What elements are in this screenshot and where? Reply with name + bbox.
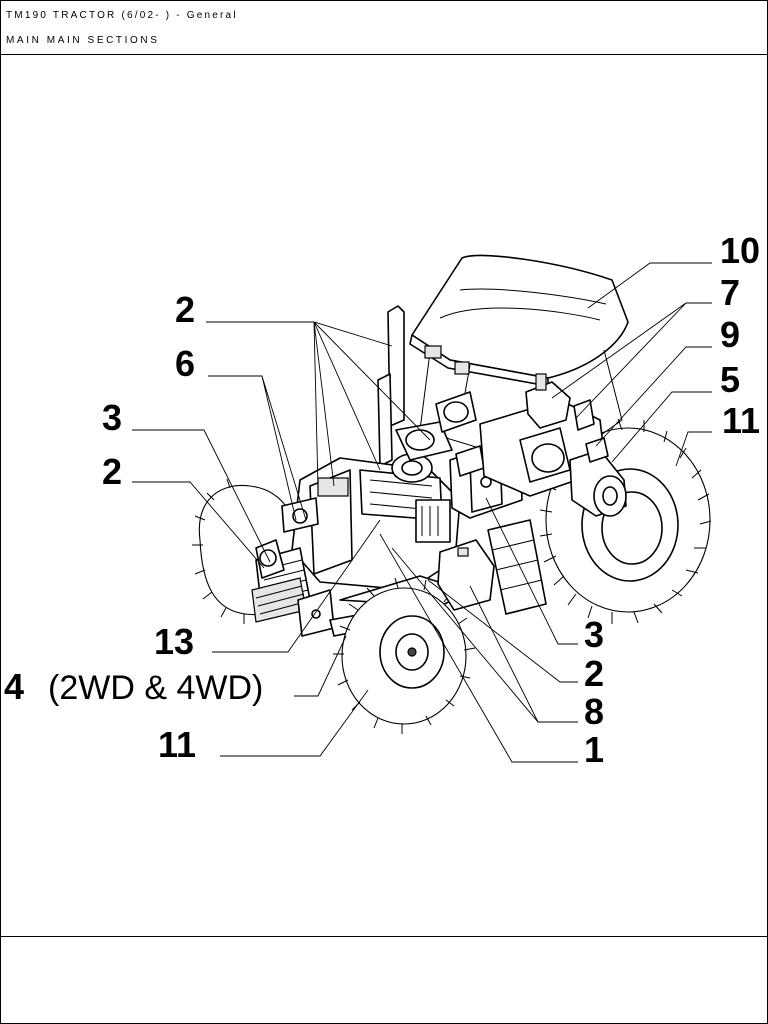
callout-9: 9	[720, 314, 740, 355]
callout-5: 5	[720, 359, 740, 400]
rear-axle	[435, 391, 627, 517]
header-divider	[0, 54, 768, 55]
callout-10: 10	[720, 230, 760, 271]
tractor-illustration	[192, 254, 712, 734]
front-right-wheel	[333, 577, 476, 734]
callout-7: 7	[720, 272, 740, 313]
callout-2-left: 2	[102, 451, 122, 492]
callout-11-right: 11	[722, 400, 760, 441]
fuel-tank	[437, 539, 495, 611]
front-weights	[251, 577, 335, 637]
callout-8: 8	[584, 691, 604, 732]
exhaust-stack	[377, 305, 405, 467]
callout-4: 4	[4, 666, 24, 707]
callout-4-note: (2WD & 4WD)	[48, 669, 263, 707]
callout-labels: 10 7 9 5 11 2 6 3 2 13 4 (2WD & 4WD) 11 …	[4, 230, 760, 770]
callout-3-left: 3	[102, 397, 122, 438]
callout-13: 13	[154, 621, 194, 662]
callout-3-right: 3	[584, 614, 604, 655]
callout-6: 6	[175, 343, 195, 384]
cab-steps	[487, 519, 547, 615]
leader-lines	[132, 262, 712, 763]
document-title: TM190 TRACTOR (6/02- ) - General	[6, 10, 238, 21]
callout-2-right: 2	[584, 653, 604, 694]
cab-roof	[409, 254, 629, 387]
callout-1: 1	[584, 729, 604, 770]
footer-divider	[0, 936, 768, 937]
callout-2-top: 2	[175, 289, 195, 330]
section-title: MAIN MAIN SECTIONS	[6, 35, 160, 46]
callout-11-bottom: 11	[158, 724, 196, 765]
